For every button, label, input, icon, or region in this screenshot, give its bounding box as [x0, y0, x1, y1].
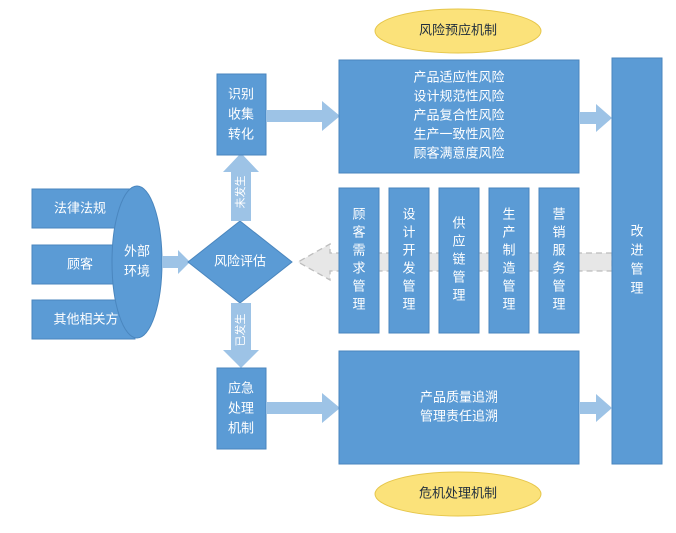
mgmt-col3-char-1: 供 [452, 217, 465, 232]
risk-assessment-label: 风险评估 [214, 255, 266, 270]
arrow-trace-to-improvement [579, 394, 612, 422]
mgmt-col4-char-4: 造 [502, 262, 515, 277]
management-box-sales-service [538, 187, 580, 334]
mgmt-col3-char-3: 链 [452, 253, 465, 268]
risk-item-5: 顾客满意度风险 [413, 146, 504, 162]
traceability-box [338, 350, 580, 465]
emergency-handling-box [216, 367, 267, 450]
mgmt-col4-char-5: 管 [502, 280, 515, 295]
header-label: 风险预应机制 [419, 23, 497, 39]
input-label-laws: 法律法规 [54, 202, 106, 217]
not-occurred-label: 未发生 [233, 176, 247, 209]
header-ellipse [374, 8, 542, 54]
management-box-manufacturing [488, 187, 530, 334]
mgmt-col1-char-4: 求 [352, 262, 365, 277]
mgmt-col2-char-1: 设 [402, 208, 415, 223]
management-box-customer-needs [338, 187, 380, 334]
emergency-line-3: 机制 [228, 422, 254, 437]
improvement-char-4: 理 [630, 282, 643, 297]
mgmt-col5-char-4: 务 [552, 261, 565, 277]
risk-item-3: 产品复合性风险 [413, 109, 504, 124]
identify-collect-transform-box [216, 73, 267, 156]
input-label-customer: 顾客 [67, 257, 93, 273]
mgmt-col1-char-5: 管 [352, 280, 365, 295]
mgmt-col2-char-3: 开 [402, 244, 415, 259]
mgmt-col4-char-3: 制 [502, 244, 515, 259]
emergency-line-1: 应急 [228, 381, 254, 397]
occurred-label: 已发生 [233, 314, 247, 347]
trace-item-1: 产品质量追溯 [420, 390, 498, 406]
mgmt-col3-char-5: 理 [452, 289, 465, 304]
improvement-char-1: 改 [630, 225, 643, 240]
mgmt-col4-char-2: 产 [502, 226, 515, 241]
trace-item-2: 管理责任追溯 [420, 409, 498, 425]
mgmt-col1-char-2: 客 [352, 225, 365, 241]
emergency-line-2: 处理 [228, 402, 254, 417]
mgmt-col3-char-4: 管 [452, 271, 465, 286]
mgmt-col2-char-2: 计 [402, 226, 415, 241]
risk-item-4: 生产一致性风险 [413, 128, 504, 143]
arrow-identify-to-risks [266, 101, 340, 131]
mgmt-col5-char-3: 服 [552, 244, 565, 259]
input-label-other-parties: 其他相关方 [53, 312, 118, 328]
arrow-risks-to-improvement [579, 104, 612, 132]
external-env-line-1: 外部 [124, 245, 150, 260]
footer-ellipse [374, 471, 542, 517]
risk-list-box [338, 59, 580, 174]
external-env-line-2: 环境 [124, 265, 150, 280]
identify-line-1: 识别 [228, 88, 254, 103]
external-environment-ellipse [111, 185, 163, 339]
identify-line-3: 转化 [228, 128, 254, 143]
risk-item-1: 产品适应性风险 [413, 70, 504, 86]
identify-line-2: 收集 [228, 107, 254, 123]
arrow-env-to-assessment [162, 250, 190, 274]
arrow-emergency-to-trace [266, 393, 340, 423]
improvement-management-box [611, 57, 663, 465]
improvement-char-3: 管 [630, 263, 643, 278]
mgmt-col2-char-6: 理 [402, 298, 415, 313]
mgmt-col5-char-6: 理 [552, 298, 565, 313]
mgmt-col1-char-6: 理 [352, 298, 365, 313]
mgmt-col1-char-1: 顾 [352, 208, 365, 223]
mgmt-col5-char-2: 销 [552, 226, 565, 241]
mgmt-col2-char-5: 管 [402, 280, 415, 295]
mgmt-col2-char-4: 发 [402, 261, 415, 277]
footer-label: 危机处理机制 [419, 487, 497, 502]
arrow-up-not-occurred [223, 153, 259, 221]
improvement-char-2: 进 [630, 244, 643, 259]
management-box-supply-chain [438, 187, 480, 334]
management-box-design-development [388, 187, 430, 334]
arrow-down-occurred [223, 303, 259, 368]
mgmt-col5-char-1: 营 [552, 208, 565, 223]
mgmt-col4-char-6: 理 [502, 298, 515, 313]
risk-item-2: 设计规范性风险 [413, 90, 504, 105]
mgmt-col5-char-5: 管 [552, 280, 565, 295]
mgmt-col4-char-1: 生 [502, 208, 515, 223]
mgmt-col1-char-3: 需 [352, 244, 365, 259]
mgmt-col3-char-2: 应 [452, 234, 465, 250]
